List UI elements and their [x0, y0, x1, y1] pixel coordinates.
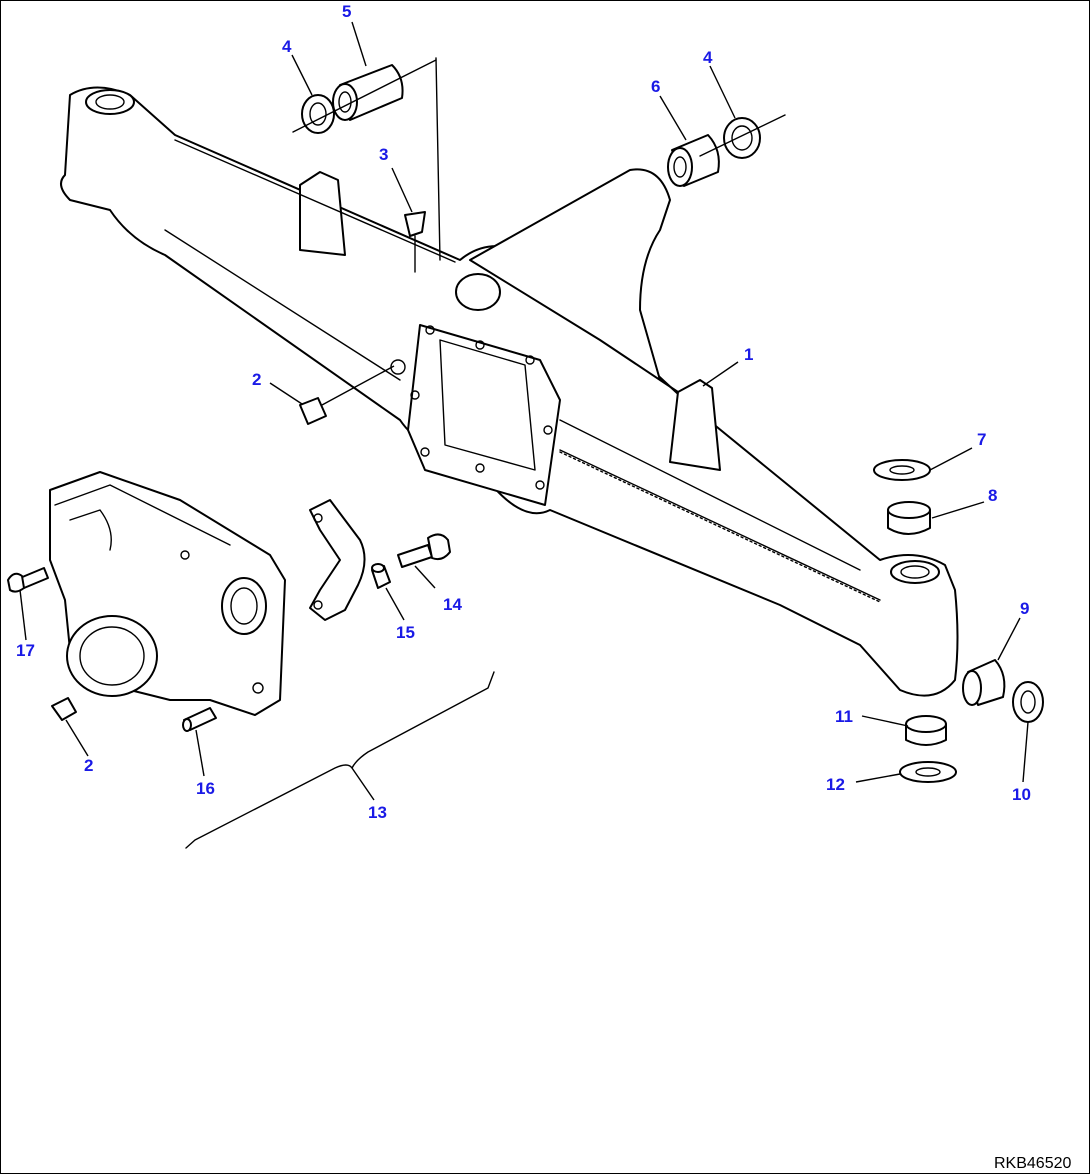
grease-fitting: [404, 211, 426, 273]
support-cap: [309, 499, 366, 621]
plug-2-upper: [299, 397, 327, 425]
bushing-upper: [887, 501, 931, 535]
callout-8: 8: [988, 486, 997, 505]
callout-7: 7: [977, 430, 986, 449]
callout-6: 6: [651, 77, 660, 96]
callout-9: 9: [1020, 599, 1029, 618]
housing-left-bore: [85, 89, 135, 115]
thrust-washer-upper: [873, 459, 931, 481]
plug-2-lower: [51, 697, 77, 721]
bushing-lower: [905, 715, 947, 746]
right-stopper-pad: [669, 379, 721, 471]
housing-right-bore: [890, 560, 940, 584]
callout-4-right: 4: [703, 48, 713, 67]
callouts: 1 2 3 4 5 4 6 7 8 9 10 11 12 13 14 15 2 …: [16, 2, 1031, 822]
callout-4-left: 4: [282, 37, 292, 56]
left-stopper-pad: [299, 171, 346, 256]
callout-2-upper: 2: [252, 370, 261, 389]
dowel-15: [371, 563, 391, 589]
bushing-left: [332, 64, 404, 121]
front-support-housing: [49, 471, 286, 716]
callout-12: 12: [826, 775, 845, 794]
callout-16: 16: [196, 779, 215, 798]
callout-17: 17: [16, 641, 35, 660]
drawing-code: RKB46520: [994, 1155, 1071, 1172]
mounting-bolt-14: [397, 533, 451, 568]
thrust-washer-lower: [899, 761, 957, 783]
callout-13: 13: [368, 803, 387, 822]
callout-5: 5: [342, 2, 351, 21]
axle-housing: [60, 86, 959, 697]
callout-11: 11: [835, 707, 853, 726]
callout-2-lower: 2: [84, 756, 93, 775]
bolt-17: [7, 567, 49, 593]
seal-lower-right: [1012, 681, 1044, 723]
callout-10: 10: [1012, 785, 1031, 804]
bushing-right: [667, 134, 720, 187]
callout-3: 3: [379, 145, 388, 164]
callout-1: 1: [744, 345, 753, 364]
callout-14: 14: [443, 595, 462, 614]
differential-mount-flange: [407, 324, 561, 506]
callout-15: 15: [396, 623, 415, 642]
pin-16: [182, 707, 217, 732]
leader-lines: [19, 21, 1029, 801]
center-pivot-bore: [455, 273, 501, 311]
seal-right: [723, 117, 761, 159]
bushing-lower-right: [962, 659, 1006, 706]
